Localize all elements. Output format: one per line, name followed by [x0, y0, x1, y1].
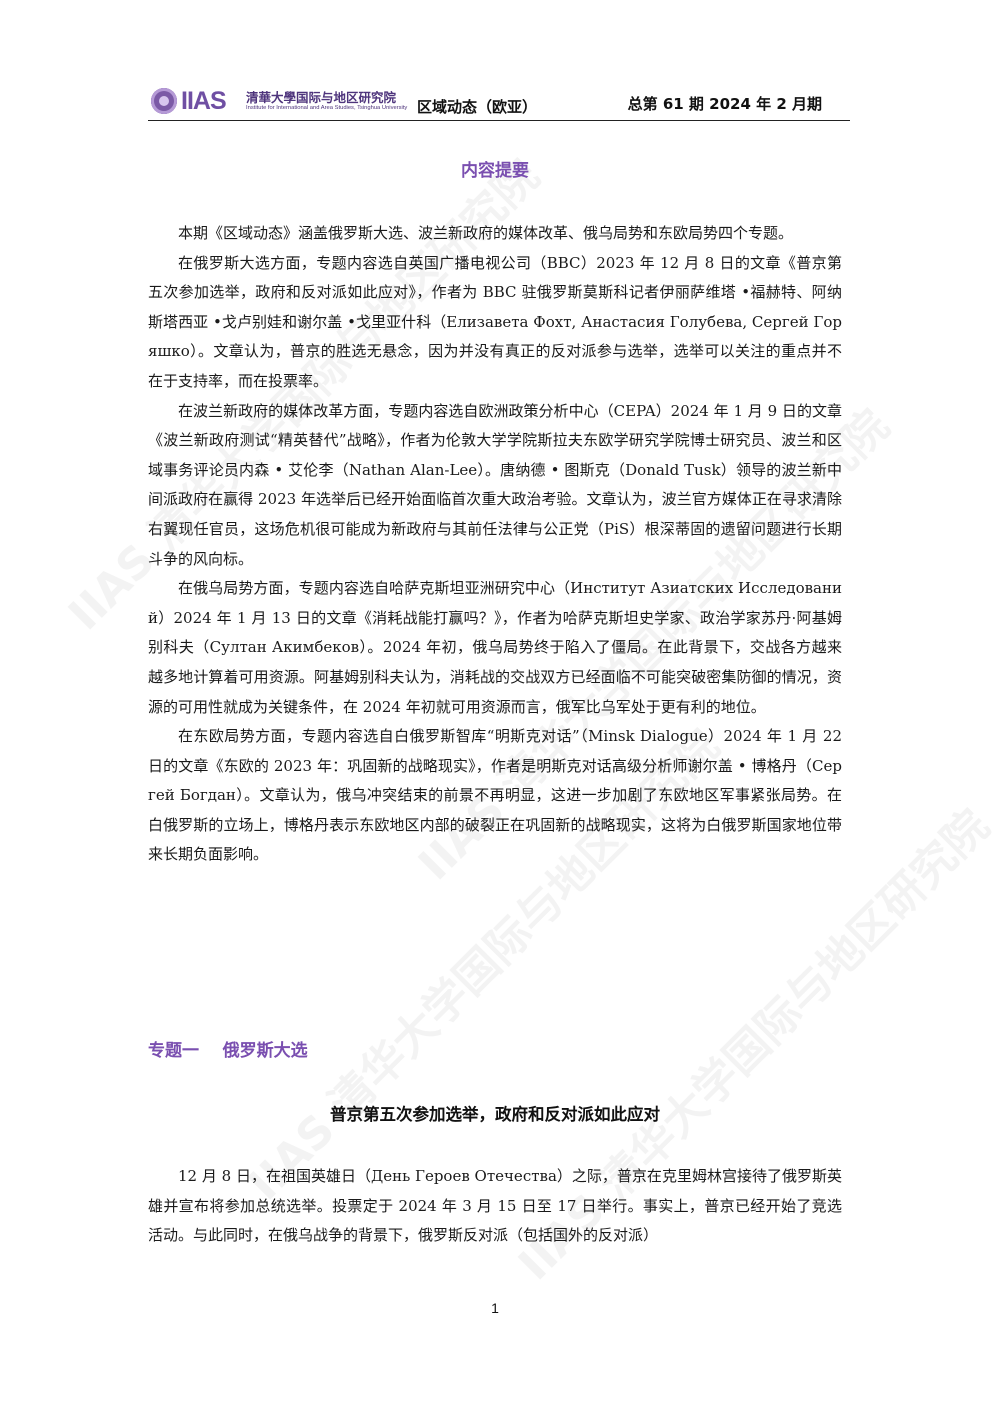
- article-body: 12 月 8 日，在祖国英雄日（День Героев Отечества）之际…: [148, 1162, 842, 1251]
- logo-institute-name: 清華大學国际与地区研究院: [246, 90, 397, 105]
- summary-paragraph: 在俄罗斯大选方面，专题内容选自英国广播电视公司（BBC）2023 年 12 月 …: [148, 253, 842, 390]
- topic-heading: 专题一 俄罗斯大选: [148, 1041, 308, 1061]
- summary-paragraph: 本期《区域动态》涵盖俄罗斯大选、波兰新政府的媒体改革、俄乌局势和东欧局势四个专题…: [178, 224, 794, 242]
- article-paragraph: 12 月 8 日，在祖国英雄日（День Героев Отечества）之际…: [148, 1167, 842, 1245]
- issue-info: 总第 61 期 2024 年 2 月期: [627, 95, 822, 113]
- publication-title: 区域动态（欧亚）: [417, 98, 538, 116]
- page-header: IIAS 清華大學国际与地区研究院 Institute for Internat…: [148, 84, 850, 121]
- page-number: 1: [491, 1300, 499, 1316]
- university-seal-icon: [151, 88, 177, 114]
- summary-paragraph: 在波兰新政府的媒体改革方面，专题内容选自欧洲政策分析中心（CEPA）2024 年…: [148, 401, 842, 568]
- summary-paragraph: 在东欧局势方面，专题内容选自白俄罗斯智库“明斯克对话”（Minsk Dialog…: [148, 727, 842, 864]
- summary-paragraph: 在俄乌局势方面，专题内容选自哈萨克斯坦亚洲研究中心（Институт Азиат…: [148, 579, 842, 716]
- article-title: 普京第五次参加选举，政府和反对派如此应对: [330, 1105, 660, 1124]
- summary-body: 本期《区域动态》涵盖俄罗斯大选、波兰新政府的媒体改革、俄乌局势和东欧局势四个专题…: [148, 219, 842, 870]
- summary-heading: 内容提要: [461, 161, 529, 181]
- logo-institute-name-en: Institute for International and Area Stu…: [246, 105, 408, 111]
- logo-iias: IIAS: [181, 87, 227, 115]
